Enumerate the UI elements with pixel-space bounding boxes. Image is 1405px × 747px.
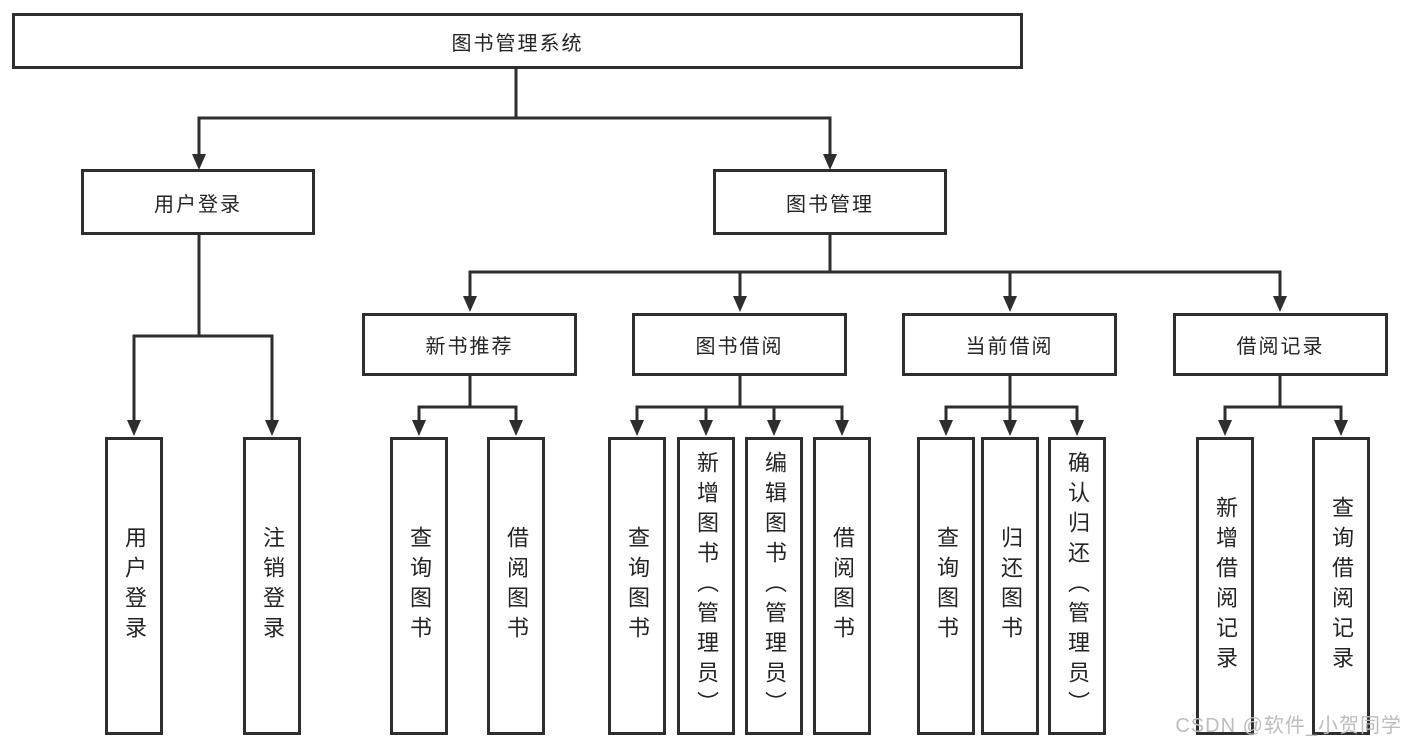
- connector-new-book-recommend-to-leaves: [412, 376, 523, 436]
- leaf-add-book-admin-label: 新增图书（管理员）: [694, 451, 719, 721]
- leaf-confirm-return-admin-label: 确认归还（管理员）: [1065, 451, 1090, 721]
- connector-line: [417, 405, 518, 421]
- node-user-login-label: 用户登录: [154, 193, 242, 216]
- connector-line: [132, 334, 274, 421]
- connector-line: [635, 405, 844, 421]
- leaf-current-query-books: 查询图书: [917, 437, 975, 735]
- leaf-borrow-books-label: 借阅图书: [830, 526, 855, 646]
- arrow-down-icon: [835, 420, 849, 436]
- leaf-borrow-query-books-label: 查询图书: [625, 526, 650, 646]
- arrow-down-icon: [1003, 420, 1017, 436]
- node-book-management-label: 图书管理: [786, 193, 874, 216]
- leaf-return-book-label: 归还图书: [998, 526, 1023, 646]
- leaf-logout-label: 注销登录: [260, 526, 285, 646]
- arrow-down-icon: [509, 420, 523, 436]
- connector-line: [944, 405, 1079, 421]
- leaf-current-query-books-label: 查询图书: [934, 526, 959, 646]
- arrow-down-icon: [767, 420, 781, 436]
- leaf-user-login-label: 用户登录: [122, 526, 147, 646]
- node-current-borrow-label: 当前借阅: [965, 336, 1054, 358]
- node-current-borrow: 当前借阅: [902, 313, 1117, 376]
- arrow-down-icon: [733, 296, 747, 312]
- leaf-logout: 注销登录: [243, 437, 301, 735]
- arrow-down-icon: [412, 420, 426, 436]
- arrow-down-icon: [265, 420, 279, 436]
- leaf-recommend-query-books: 查询图书: [390, 437, 448, 735]
- connector-book-management-to-level3: [463, 235, 1287, 312]
- node-root: 图书管理系统: [12, 13, 1023, 69]
- node-borrow-records-label: 借阅记录: [1236, 336, 1325, 358]
- arrow-down-icon: [127, 420, 141, 436]
- leaf-recommend-borrow-books-label: 借阅图书: [504, 526, 529, 646]
- node-user-login: 用户登录: [81, 169, 315, 235]
- arrow-down-icon: [192, 154, 206, 170]
- connector-line: [1223, 405, 1343, 421]
- connector-root-to-level2: [192, 69, 837, 170]
- arrow-down-icon: [463, 296, 477, 312]
- node-book-management: 图书管理: [713, 169, 947, 235]
- leaf-query-borrow-record: 查询借阅记录: [1312, 437, 1370, 735]
- leaf-return-book: 归还图书: [981, 437, 1039, 735]
- node-book-borrow-label: 图书借阅: [695, 336, 784, 358]
- arrow-down-icon: [1334, 420, 1348, 436]
- node-book-borrow: 图书借阅: [632, 313, 847, 376]
- arrow-down-icon: [1273, 296, 1287, 312]
- leaf-query-borrow-record-label: 查询借阅记录: [1329, 496, 1354, 676]
- leaf-borrow-query-books: 查询图书: [608, 437, 666, 735]
- node-borrow-records: 借阅记录: [1173, 313, 1388, 376]
- leaf-recommend-borrow-books: 借阅图书: [487, 437, 545, 735]
- node-new-book-recommend-label: 新书推荐: [425, 336, 514, 358]
- arrow-down-icon: [939, 420, 953, 436]
- leaf-add-borrow-record-label: 新增借阅记录: [1213, 496, 1238, 676]
- leaf-add-book-admin: 新增图书（管理员）: [677, 437, 735, 735]
- node-new-book-recommend: 新书推荐: [362, 313, 577, 376]
- arrow-down-icon: [1218, 420, 1232, 436]
- leaf-edit-book-admin-label: 编辑图书（管理员）: [762, 451, 787, 721]
- connector-line: [468, 270, 1282, 299]
- arrow-down-icon: [1003, 296, 1017, 312]
- leaf-recommend-query-books-label: 查询图书: [407, 526, 432, 646]
- leaf-user-login: 用户登录: [105, 437, 163, 735]
- leaf-borrow-books: 借阅图书: [813, 437, 871, 735]
- node-root-label: 图书管理系统: [451, 32, 584, 55]
- leaf-confirm-return-admin: 确认归还（管理员）: [1048, 437, 1106, 735]
- connector-book-borrow-to-leaves: [630, 376, 849, 436]
- watermark: CSDN @软件_小贺同学: [1175, 715, 1402, 737]
- connector-user-login-to-leaves: [127, 235, 279, 436]
- connector-current-borrow-to-leaves: [939, 376, 1084, 436]
- arrow-down-icon: [699, 420, 713, 436]
- arrow-down-icon: [630, 420, 644, 436]
- leaf-edit-book-admin: 编辑图书（管理员）: [745, 437, 803, 735]
- leaf-add-borrow-record: 新增借阅记录: [1196, 437, 1254, 735]
- arrow-down-icon: [1070, 420, 1084, 436]
- connector-borrow-records-to-leaves: [1218, 376, 1348, 436]
- arrow-down-icon: [823, 154, 837, 170]
- connector-line: [197, 116, 832, 156]
